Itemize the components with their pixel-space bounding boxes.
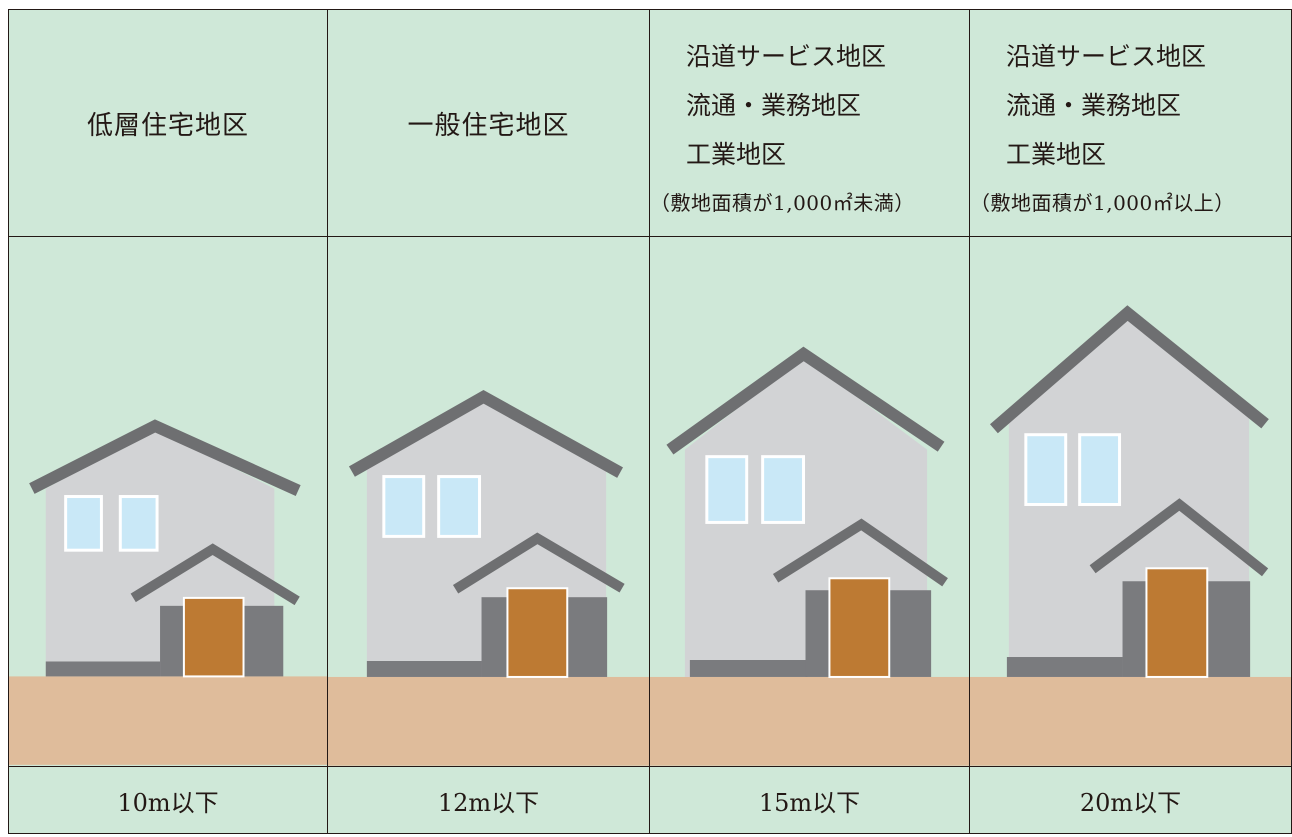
height-limit-table: 低層住宅地区 一般住宅地区 沿道サービス地区 流通・業務地区 工業地区 （敷地面… — [8, 9, 1292, 834]
header-line: 沿道サービス地区 — [686, 42, 887, 71]
height-limit-tallest: 20m以下 — [970, 767, 1292, 834]
header-general-residential: 一般住宅地区 — [328, 9, 650, 237]
header-commercial-large: 沿道サービス地区 流通・業務地区 工業地区 （敷地面積が1,000㎡以上） — [970, 9, 1292, 237]
header-line: 流通・業務地区 — [686, 91, 862, 120]
height-limit-low: 10m以下 — [8, 767, 328, 834]
illustration-medium — [328, 237, 650, 767]
illustration-low — [8, 237, 328, 767]
header-line: 工業地区 — [686, 140, 787, 169]
illustration-tall — [650, 237, 970, 767]
header-label: 低層住宅地区 — [86, 110, 249, 141]
height-limit-tall: 15m以下 — [650, 767, 970, 834]
height-limit-medium: 12m以下 — [328, 767, 650, 834]
header-line: 沿道サービス地区 — [1006, 42, 1207, 71]
illustration-tallest — [970, 237, 1292, 767]
house-low-icon — [9, 419, 327, 765]
header-note: （敷地面積が1,000㎡以上） — [970, 191, 1235, 215]
header-commercial-small: 沿道サービス地区 流通・業務地区 工業地区 （敷地面積が1,000㎡未満） — [650, 9, 970, 237]
header-line: 流通・業務地区 — [1006, 91, 1182, 120]
header-note: （敷地面積が1,000㎡未満） — [650, 191, 915, 215]
house-tallest-icon — [970, 305, 1291, 766]
header-label: 一般住宅地区 — [407, 110, 570, 141]
header-low-residential: 低層住宅地区 — [8, 9, 328, 237]
header-line: 工業地区 — [1006, 140, 1107, 169]
house-tall-icon — [650, 346, 969, 766]
house-medium-icon — [328, 389, 649, 766]
